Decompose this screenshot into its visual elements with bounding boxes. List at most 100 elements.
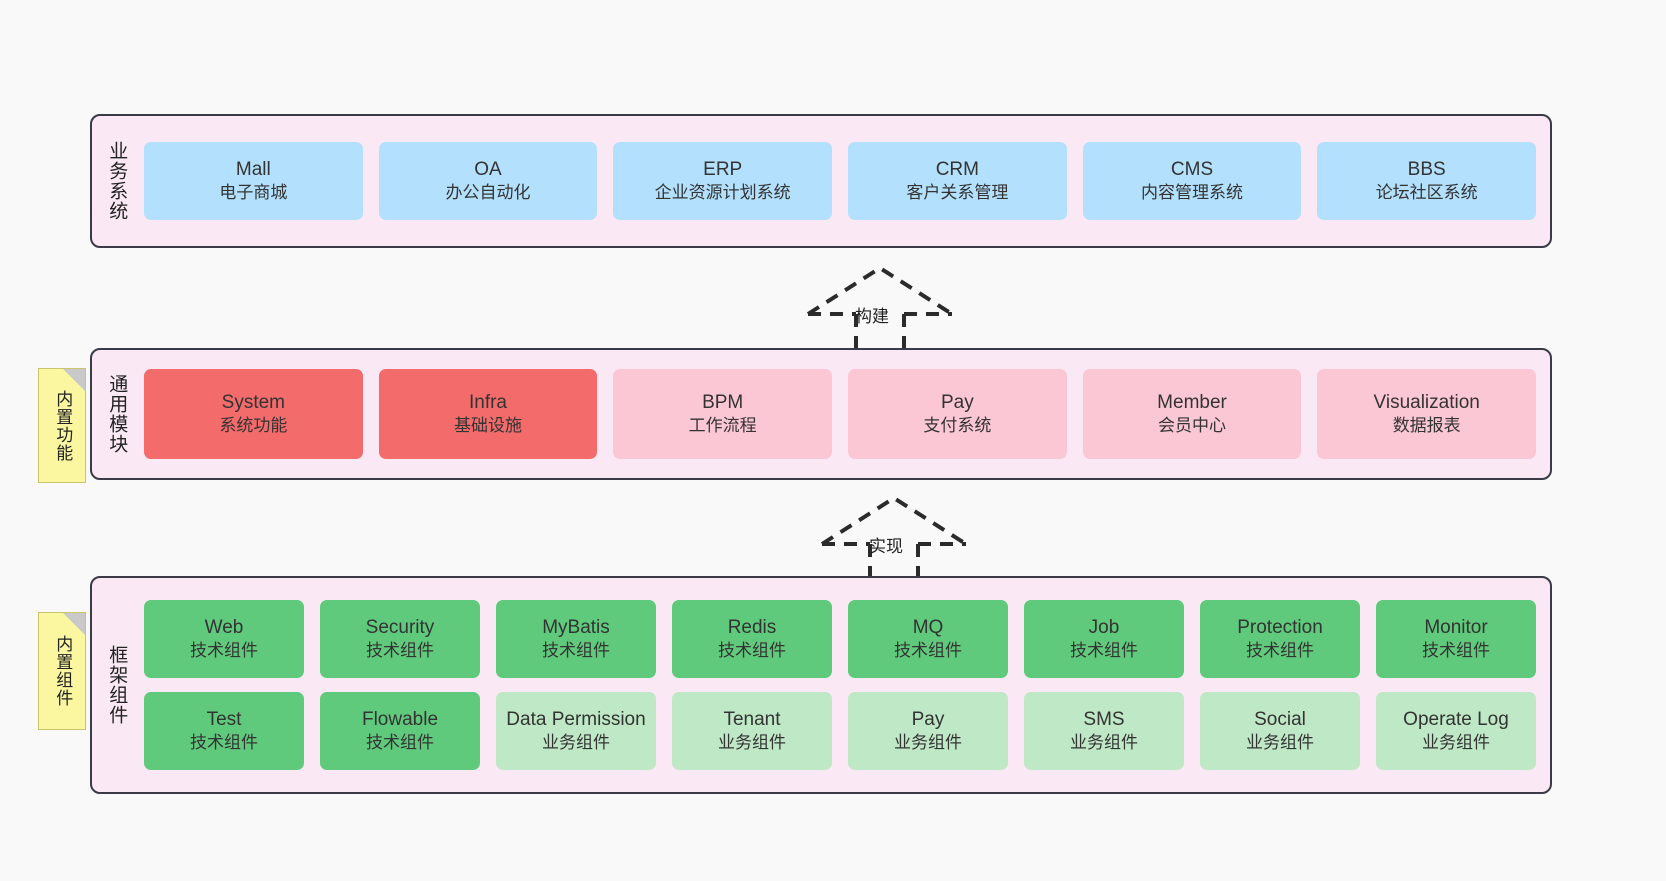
arrowhead-up-icon <box>806 265 954 316</box>
card-subtitle: 企业资源计划系统 <box>654 183 791 203</box>
card-bbs[interactable]: BBS 论坛社区系统 <box>1317 142 1537 220</box>
card-title: Security <box>365 616 435 638</box>
card-title: Visualization <box>1373 391 1480 413</box>
card-title: Tenant <box>723 708 781 730</box>
connector-build: 构建 <box>800 262 960 354</box>
connector-implement-label: 实现 <box>869 537 903 556</box>
card-title: CMS <box>1170 158 1214 180</box>
card-title: Flowable <box>361 708 439 730</box>
card-operate-log[interactable]: Operate Log 业务组件 <box>1376 692 1536 770</box>
card-row: Mall 电子商城 OA 办公自动化 ERP 企业资源计划系统 CRM 客户关系… <box>144 142 1537 220</box>
layer-business-system: 业务系统 Mall 电子商城 OA 办公自动化 ERP 企业资源计划系统 CRM… <box>90 114 1552 248</box>
layer-common-module: 通用模块 System 系统功能 Infra 基础设施 BPM 工作流程 Pay… <box>90 348 1552 480</box>
card-subtitle: 技术组件 <box>1070 641 1138 661</box>
card-subtitle: 业务组件 <box>542 733 610 753</box>
card-subtitle: 技术组件 <box>894 641 962 661</box>
card-test[interactable]: Test 技术组件 <box>144 692 304 770</box>
card-title: Data Permission <box>506 708 646 730</box>
card-subtitle: 基础设施 <box>454 416 522 436</box>
card-subtitle: 论坛社区系统 <box>1375 183 1478 203</box>
card-data-permission[interactable]: Data Permission 业务组件 <box>496 692 656 770</box>
card-sms[interactable]: SMS 业务组件 <box>1024 692 1184 770</box>
card-title: Social <box>1254 708 1306 730</box>
card-title: ERP <box>703 158 743 180</box>
card-visualization[interactable]: Visualization 数据报表 <box>1317 369 1537 459</box>
card-social[interactable]: Social 业务组件 <box>1200 692 1360 770</box>
card-title: MyBatis <box>542 616 610 638</box>
card-job[interactable]: Job 技术组件 <box>1024 600 1184 678</box>
card-title: BPM <box>702 391 744 413</box>
card-subtitle: 业务组件 <box>718 733 786 753</box>
card-row: Web 技术组件 Security 技术组件 MyBatis 技术组件 Redi… <box>144 600 1536 678</box>
card-member[interactable]: Member 会员中心 <box>1082 369 1302 459</box>
card-protection[interactable]: Protection 技术组件 <box>1200 600 1360 678</box>
layer-title-business-system: 业务系统 <box>106 141 128 221</box>
card-subtitle: 客户关系管理 <box>906 183 1009 203</box>
card-mybatis[interactable]: MyBatis 技术组件 <box>496 600 656 678</box>
note-fold-icon <box>63 369 85 391</box>
card-subtitle: 系统功能 <box>219 416 288 436</box>
card-subtitle: 技术组件 <box>366 733 434 753</box>
connector-implement: 实现 <box>814 492 974 584</box>
card-mall[interactable]: Mall 电子商城 <box>144 142 363 220</box>
card-title: Member <box>1157 391 1227 413</box>
card-subtitle: 办公自动化 <box>445 183 531 203</box>
card-subtitle: 会员中心 <box>1158 416 1227 436</box>
card-subtitle: 支付系统 <box>923 416 992 436</box>
arrowhead-up-icon <box>820 495 968 546</box>
card-web[interactable]: Web 技术组件 <box>144 600 304 678</box>
card-subtitle: 数据报表 <box>1392 416 1461 436</box>
card-bpm[interactable]: BPM 工作流程 <box>613 369 833 459</box>
card-pay[interactable]: Pay 支付系统 <box>848 369 1067 459</box>
card-subtitle: 业务组件 <box>1246 733 1314 753</box>
card-title: CRM <box>935 158 979 180</box>
card-crm[interactable]: CRM 客户关系管理 <box>848 142 1067 220</box>
card-pay-business[interactable]: Pay 业务组件 <box>848 692 1008 770</box>
card-oa[interactable]: OA 办公自动化 <box>378 142 598 220</box>
card-security[interactable]: Security 技术组件 <box>320 600 480 678</box>
card-title: Infra <box>468 391 508 413</box>
card-title: Redis <box>727 616 777 638</box>
layer-framework-component: 框架组件 Web 技术组件 Security 技术组件 MyBatis 技术组件… <box>90 576 1552 794</box>
note-builtin-components: 内置组件 <box>38 612 86 730</box>
card-row: System 系统功能 Infra 基础设施 BPM 工作流程 Pay 支付系统… <box>144 369 1537 459</box>
card-subtitle: 业务组件 <box>894 733 962 753</box>
card-redis[interactable]: Redis 技术组件 <box>672 600 832 678</box>
card-tenant[interactable]: Tenant 业务组件 <box>672 692 832 770</box>
card-title: Pay <box>940 391 974 413</box>
card-flowable[interactable]: Flowable 技术组件 <box>320 692 480 770</box>
layer-title-framework-component: 框架组件 <box>106 645 128 725</box>
card-subtitle: 技术组件 <box>542 641 610 661</box>
card-monitor[interactable]: Monitor 技术组件 <box>1376 600 1536 678</box>
card-mq[interactable]: MQ 技术组件 <box>848 600 1008 678</box>
card-title: SMS <box>1083 708 1125 730</box>
card-title: System <box>221 391 286 413</box>
card-subtitle: 内容管理系统 <box>1141 183 1244 203</box>
note-fold-icon <box>63 613 85 635</box>
card-cms[interactable]: CMS 内容管理系统 <box>1082 142 1302 220</box>
card-subtitle: 技术组件 <box>366 641 434 661</box>
card-subtitle: 技术组件 <box>1422 641 1490 661</box>
note-builtin-features: 内置功能 <box>38 368 86 483</box>
card-title: OA <box>474 158 502 180</box>
layer-body-common-module: System 系统功能 Infra 基础设施 BPM 工作流程 Pay 支付系统… <box>140 350 1550 478</box>
card-subtitle: 电子商城 <box>219 183 288 203</box>
card-subtitle: 技术组件 <box>190 641 258 661</box>
card-title: Job <box>1088 616 1120 638</box>
card-title: MQ <box>912 616 944 638</box>
card-erp[interactable]: ERP 企业资源计划系统 <box>613 142 833 220</box>
card-system[interactable]: System 系统功能 <box>144 369 363 459</box>
card-title: Protection <box>1237 616 1323 638</box>
note-label: 内置组件 <box>53 635 73 707</box>
card-subtitle: 技术组件 <box>190 733 258 753</box>
card-subtitle: 技术组件 <box>718 641 786 661</box>
layer-body-business-system: Mall 电子商城 OA 办公自动化 ERP 企业资源计划系统 CRM 客户关系… <box>140 116 1550 246</box>
card-subtitle: 工作流程 <box>688 416 757 436</box>
card-title: Monitor <box>1424 616 1488 638</box>
layer-body-framework-component: Web 技术组件 Security 技术组件 MyBatis 技术组件 Redi… <box>140 578 1550 792</box>
card-infra[interactable]: Infra 基础设施 <box>378 369 598 459</box>
card-title: Pay <box>911 708 945 730</box>
card-subtitle: 业务组件 <box>1070 733 1138 753</box>
card-title: Mall <box>235 158 271 180</box>
